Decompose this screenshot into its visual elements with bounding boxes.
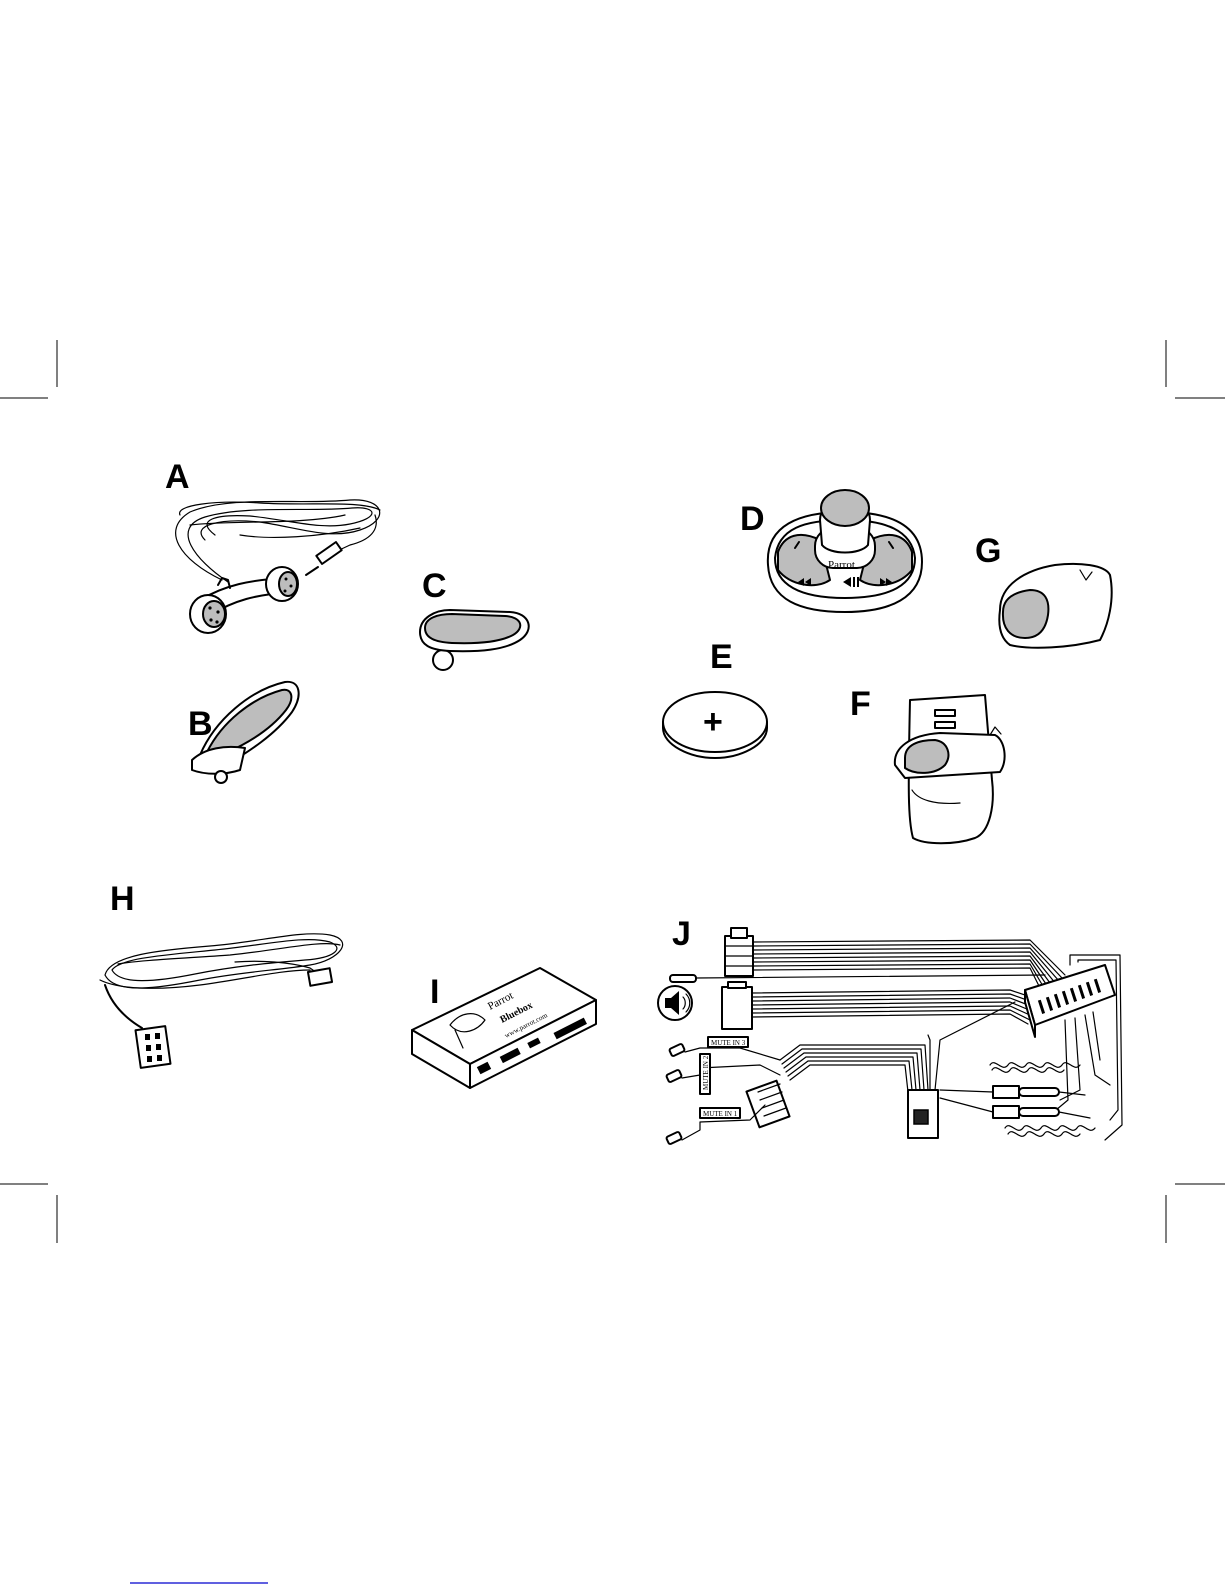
label-b: B — [188, 705, 213, 743]
battery-plus-sign: + — [703, 703, 723, 741]
part-j-wiring-harness: MUTE IN 3 MUTE IN 2 MUTE IN 1 — [658, 928, 1122, 1145]
part-e-battery: + — [663, 692, 767, 758]
part-h-cable — [100, 934, 343, 1068]
part-a-microphone — [176, 500, 380, 633]
part-f-strap — [895, 695, 1005, 843]
mute-in-1-label: MUTE IN 1 — [703, 1110, 738, 1118]
label-g: G — [975, 532, 1001, 570]
label-e: E — [710, 638, 733, 676]
label-c: C — [422, 567, 447, 605]
label-a: A — [165, 458, 190, 496]
label-d: D — [740, 500, 765, 538]
label-j: J — [672, 915, 691, 953]
mute-in-3-label: MUTE IN 3 — [711, 1039, 746, 1047]
label-f: F — [850, 685, 871, 723]
part-d-remote-control: Parrot — [768, 490, 922, 612]
part-i-bluebox: Parrot Bluebox www.parrot.com — [412, 968, 596, 1088]
part-c-adhesive-mount — [420, 610, 529, 670]
mute-in-2-label: MUTE IN 2 — [702, 1055, 710, 1090]
remote-brand: Parrot — [828, 559, 855, 571]
label-h: H — [110, 880, 135, 918]
part-g-cover — [999, 564, 1111, 648]
label-i: I — [430, 973, 439, 1011]
